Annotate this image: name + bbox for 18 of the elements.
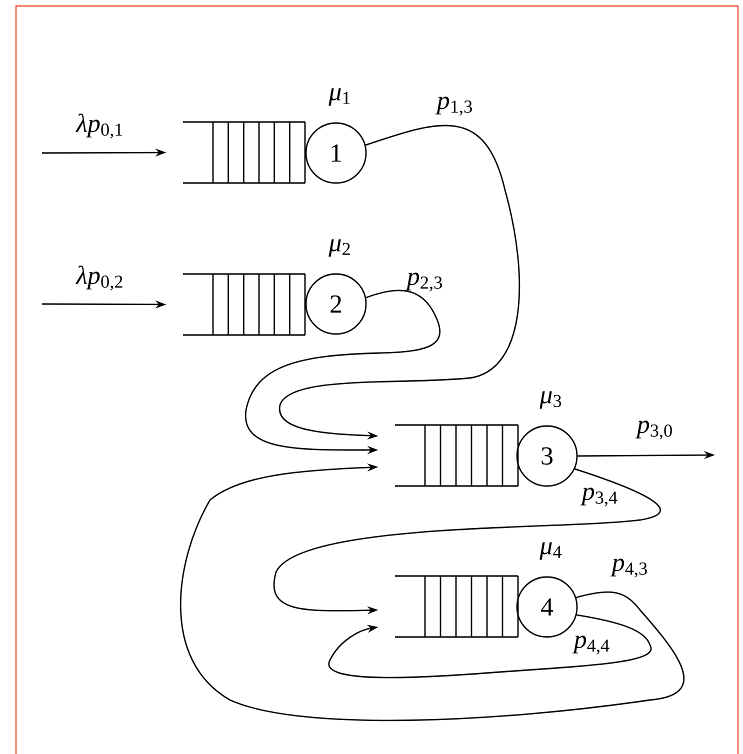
queue-buffer	[183, 121, 306, 184]
edge-label: p$_{4,4}$	[572, 636, 610, 654]
edge-label: p$_{4,3}$	[610, 558, 647, 578]
rate-label: μ$_{1}$	[328, 88, 350, 106]
edge-label: p$_{3,4}$	[580, 488, 618, 506]
arrow	[328, 614, 652, 678]
rate-label: μ$_{2}$	[328, 239, 350, 257]
edge-label: λp$_{0,2}$	[76, 266, 122, 290]
edge-label: p$_{3,0}$	[635, 420, 672, 440]
rate-label: μ$_{4}$	[540, 542, 562, 560]
rate-label: μ$_{3}$	[540, 391, 562, 409]
queue-buffer	[395, 575, 519, 638]
queue-buffer	[183, 273, 306, 336]
queue-buffer	[395, 424, 519, 487]
edge-label: λp$_{0,1}$	[76, 114, 122, 138]
arrow	[180, 463, 684, 721]
edge-label: p$_{2,3}$	[405, 272, 442, 292]
edge-label: p$_{1,3}$	[435, 96, 472, 116]
